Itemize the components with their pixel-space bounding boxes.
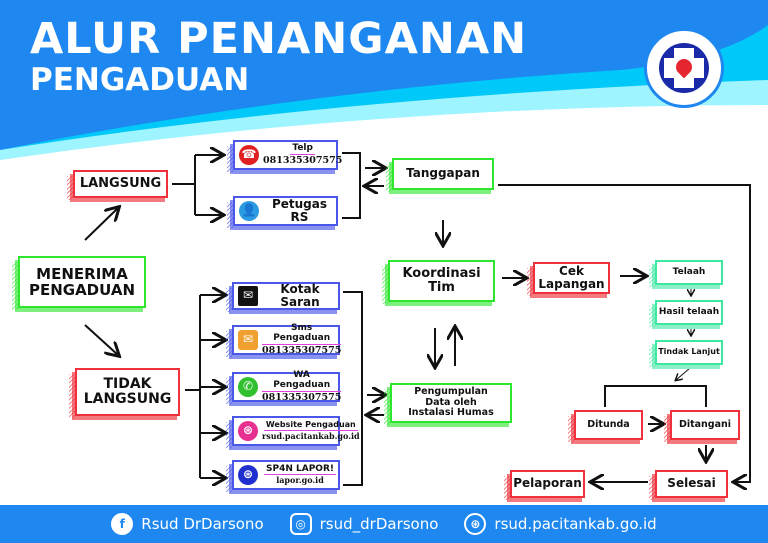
- footer-instagram[interactable]: ◎ rsud_drDarsono: [289, 513, 439, 535]
- node-menerima: MENERIMA PENGADUAN: [12, 256, 146, 310]
- node-sp4n: ⊛ SP4N LAPOR!lapor.go.id: [226, 460, 340, 492]
- footer-website[interactable]: ⊛ rsud.pacitankab.go.id: [464, 513, 657, 535]
- hospital-logo: [644, 28, 724, 108]
- node-ditunda: Ditunda: [568, 410, 643, 442]
- node-ditangani: Ditangani: [664, 410, 740, 442]
- node-cek-lapangan: Cek Lapangan: [527, 262, 610, 296]
- page-title: ALUR PENANGANAN: [30, 14, 528, 64]
- website-label: Website Pengaduan: [263, 420, 358, 431]
- sms-number: 081335307575: [262, 344, 342, 356]
- whatsapp-icon: ✆: [238, 377, 258, 397]
- connectors: [84, 153, 751, 485]
- telp-number: 081335307575: [263, 154, 343, 166]
- node-hasil-telaah: Hasil telaah: [649, 300, 723, 327]
- phone-icon: ☎: [239, 145, 259, 165]
- globe-icon: ⊛: [238, 465, 258, 485]
- page-subtitle: PENGADUAN: [30, 62, 250, 98]
- instagram-text: rsud_drDarsono: [319, 515, 439, 533]
- node-telaah: Telaah: [649, 260, 723, 287]
- facebook-icon: f: [111, 513, 134, 535]
- node-langsung: LANGSUNG: [67, 170, 168, 200]
- envelope-icon: ✉: [238, 330, 258, 350]
- node-tidak-langsung: TIDAK LANGSUNG: [69, 368, 180, 418]
- person-icon: 👤: [239, 201, 259, 221]
- node-selesai: Selesai: [649, 470, 728, 500]
- footer: f Rsud DrDarsono ◎ rsud_drDarsono ⊛ rsud.pa…: [0, 505, 768, 543]
- sp4n-label: SP4N LAPOR!: [264, 463, 336, 476]
- ballot-box-icon: ✉: [238, 286, 258, 306]
- node-pelaporan: Pelaporan: [504, 470, 585, 500]
- node-petugas: 👤 Petugas RS: [227, 196, 338, 228]
- wa-label: WA Pengaduan: [262, 370, 342, 392]
- node-pengumpulan: Pengumpulan Data oleh Instalasi Humas: [384, 383, 512, 425]
- kotak-saran-label: Kotak Saran: [280, 281, 320, 309]
- website-url: rsud.pacitankab.go.id: [262, 430, 360, 441]
- node-tanggapan: Tanggapan: [386, 158, 494, 192]
- footer-facebook[interactable]: f Rsud DrDarsono: [111, 513, 264, 535]
- petugas-label: Petugas RS: [271, 196, 328, 224]
- node-tindak-lanjut: Tindak Lanjut: [649, 340, 723, 367]
- globe-icon: ⊛: [238, 421, 258, 441]
- website-text: rsud.pacitankab.go.id: [494, 515, 657, 533]
- globe-icon: ⊛: [464, 513, 487, 535]
- facebook-text: Rsud DrDarsono: [141, 515, 264, 533]
- node-kotak-saran: ✉ Kotak Saran: [226, 281, 340, 312]
- sms-label: Sms Pengaduan: [262, 323, 342, 345]
- sp4n-url: lapor.go.id: [276, 475, 324, 486]
- node-koordinasi: Koordinasi Tim: [382, 260, 495, 304]
- telp-label: Telp: [290, 143, 315, 155]
- instagram-icon: ◎: [289, 513, 312, 535]
- wa-number: 081335307575: [262, 391, 342, 403]
